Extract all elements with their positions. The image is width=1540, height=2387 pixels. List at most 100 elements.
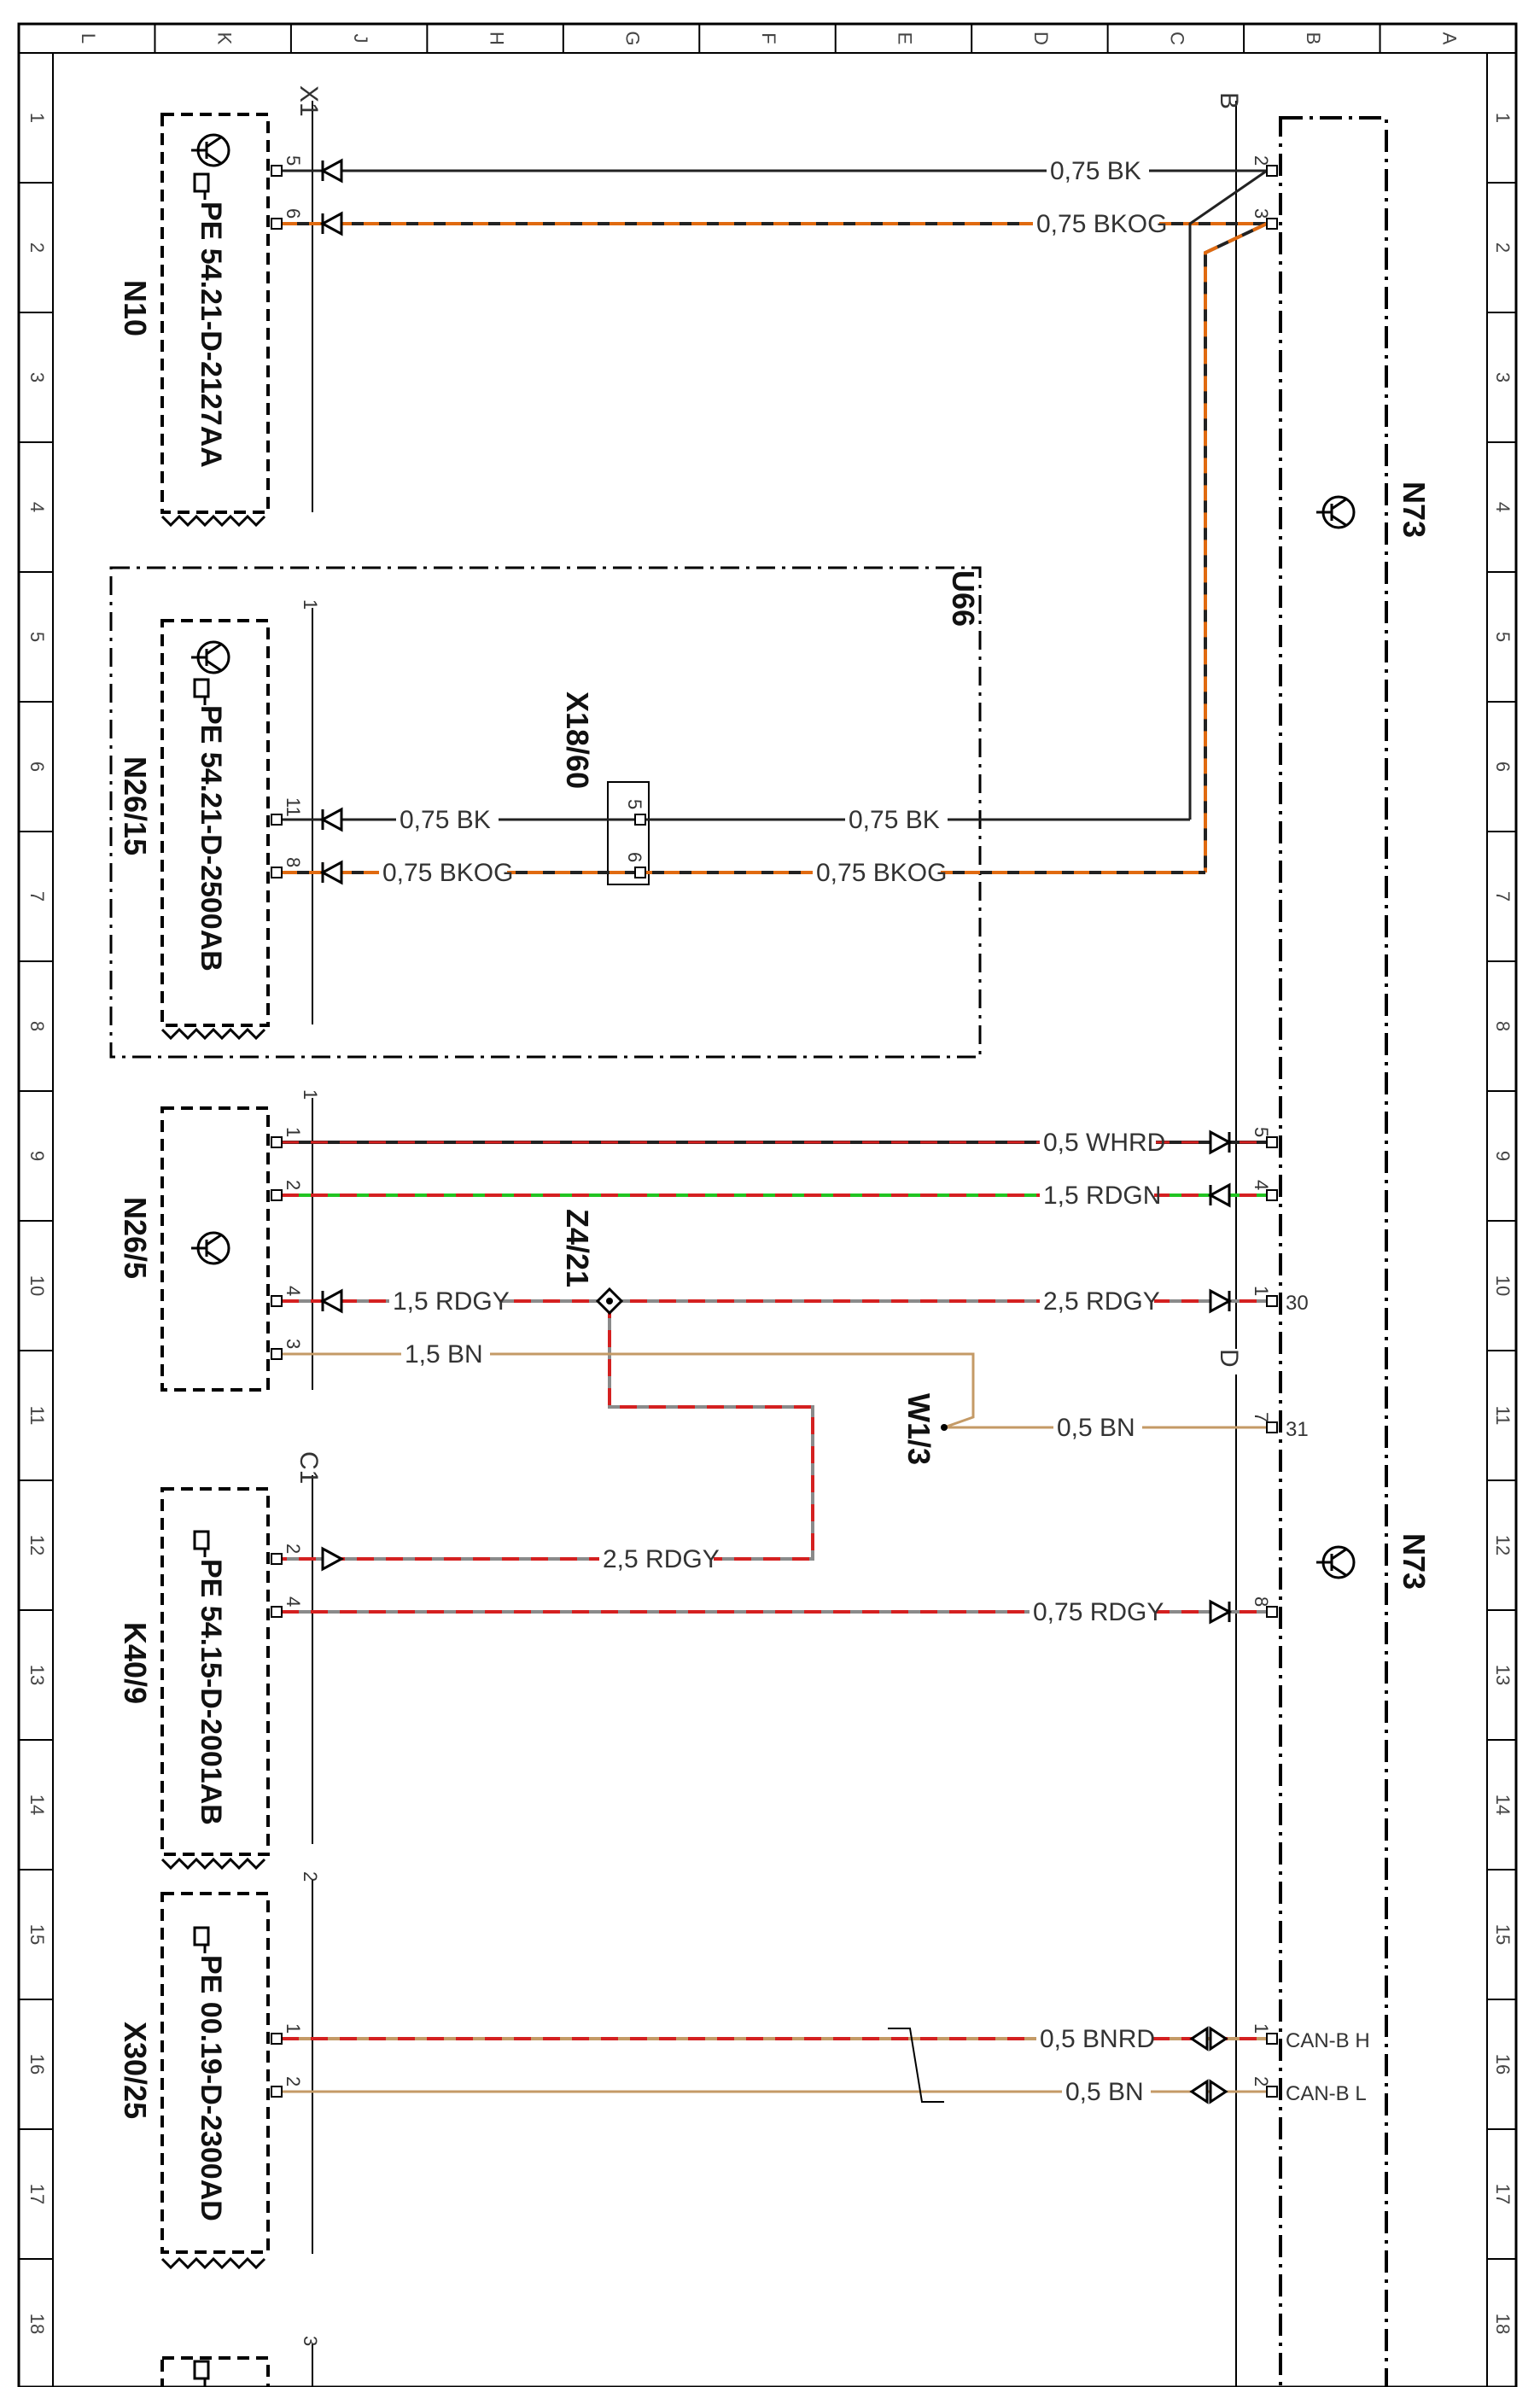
wire-label-w4b: 0,75 BKOG	[816, 859, 947, 887]
pointing-hand-icon	[193, 678, 210, 705]
wire-label-bg	[1053, 1412, 1142, 1441]
grid-letter: L	[78, 33, 99, 44]
grid-number: 14	[26, 1795, 48, 1815]
ref-k40-9: PE 54.15-D-2001AB	[195, 1559, 227, 1825]
pin-terminal	[634, 867, 646, 878]
pin-n73d-1: 1	[1251, 2023, 1272, 2034]
wire-label-w11: 0,75 RDGY	[1033, 1598, 1164, 1626]
pin-n73b-4: 4	[1251, 1180, 1272, 1190]
x30-25-break-mark	[160, 2256, 266, 2270]
wire-label-w9: 0,5 BN	[1057, 1414, 1135, 1442]
wire-label-bg	[1040, 1180, 1154, 1209]
pin-terminal	[1266, 1189, 1278, 1201]
arrow-right-icon	[1209, 1129, 1233, 1155]
ref-n10: PE 54.21-D-2127AA	[195, 201, 227, 468]
ref-n26-15: PE 54.21-D-2500AB	[195, 705, 227, 972]
symbols	[191, 133, 1356, 2387]
arrow-left-icon	[319, 211, 343, 236]
wire-label-bg	[389, 1286, 500, 1315]
arrow-left-icon	[319, 158, 343, 184]
pin-k40-2: 2	[283, 1544, 304, 1554]
label-w1-3: W1/3	[901, 1393, 936, 1465]
pin-x18-6: 6	[624, 852, 645, 862]
grid-letter: G	[622, 31, 644, 45]
wire-label-w5: 0,5 WHRD	[1043, 1129, 1165, 1157]
ground-point-w1-3	[941, 1424, 948, 1431]
grid-number: 7	[26, 891, 48, 902]
n26-15-break-mark	[160, 1027, 266, 1041]
arrow-left-icon	[319, 807, 343, 832]
grid-letter: C	[1167, 32, 1188, 45]
connector-c1: C1	[295, 1451, 323, 1484]
wire-label-w4a: 0,75 BKOG	[382, 859, 513, 887]
wire-labels: 0,75 BK 0,75 BKOG 0,75 BK 0,75 BK 0,75 B…	[379, 155, 1167, 2106]
pin-terminal	[271, 2086, 283, 2098]
wire-label-bg	[1040, 1286, 1154, 1315]
connector-x1: X1	[295, 85, 323, 117]
connector-3: 3	[300, 2336, 321, 2346]
pin-terminal	[1266, 1421, 1278, 1433]
u66-box	[109, 566, 982, 1059]
pin-n73b-5: 5	[1251, 1127, 1272, 1137]
pointing-hand-icon	[193, 2360, 210, 2387]
grid-number: 8	[26, 1021, 48, 1031]
pin-terminal	[271, 1189, 283, 1201]
pointing-hand-icon	[193, 1926, 210, 1953]
arrow-left-icon	[1189, 2079, 1209, 2104]
grid-number: 10	[1492, 1275, 1514, 1296]
pin-terminal	[271, 1295, 283, 1307]
wire-label-w3b: 0,75 BK	[849, 806, 940, 834]
pin-terminal	[271, 2033, 283, 2045]
grid-number: 8	[1492, 1021, 1514, 1031]
wire-rdgy-k40-stripe	[282, 1301, 814, 1561]
ecu-icon	[191, 1231, 230, 1265]
pin-n26-15-8: 8	[283, 857, 304, 867]
pin-n26-5-4: 4	[283, 1286, 304, 1296]
wire-rdgy-k40	[282, 1301, 814, 1561]
grid-number: 9	[1492, 1151, 1514, 1161]
grid-number: 17	[1492, 2184, 1514, 2204]
pin-terminal	[1266, 218, 1278, 230]
label-z4-21: Z4/21	[560, 1209, 595, 1287]
k40-9-box	[160, 1487, 270, 1856]
wire-label-bg	[1033, 208, 1159, 237]
grid-letter: J	[350, 34, 371, 44]
grid-number: 16	[1492, 2054, 1514, 2075]
pin-n73b-2: 2	[1251, 155, 1272, 166]
wire-label-bg	[813, 857, 941, 886]
grid-number: 9	[26, 1151, 48, 1161]
x30-25-box	[160, 1892, 270, 2254]
x18-60-box	[607, 781, 650, 885]
connector-2: 2	[300, 1871, 321, 1882]
wire-bk-to-u66	[1188, 169, 1268, 820]
component-labels: N73 N73 N10 PE 54.21-D-2127AA U66 N26/15…	[118, 201, 1432, 2221]
wire-label-w7b: 2,5 RDGY	[1043, 1287, 1160, 1316]
grid-number: 12	[26, 1535, 48, 1555]
pin-terminal	[1266, 2033, 1278, 2045]
wire-bkog-to-u66-stripe	[1204, 222, 1268, 873]
grid-number: 2	[26, 242, 48, 253]
pin-terminal	[634, 814, 646, 826]
connector-1: 1	[300, 599, 321, 610]
wire-label-w10: 2,5 RDGY	[603, 1545, 720, 1573]
wire-label-w1: 0,75 BK	[1050, 157, 1141, 185]
wire-label-bg	[401, 1339, 490, 1368]
grid-number: 13	[1492, 1665, 1514, 1685]
pin-can-h: CAN-B H	[1286, 2029, 1370, 2052]
grid-number: 2	[1492, 242, 1514, 253]
pin-terminal	[1266, 1136, 1278, 1148]
pin-n73d-8: 8	[1251, 1596, 1272, 1607]
grid-letter: F	[758, 32, 779, 44]
grid-number: 15	[26, 1924, 48, 1945]
grid-letter: A	[1438, 32, 1460, 45]
bottom-partial-box	[160, 2356, 270, 2387]
grid-number: 3	[1492, 372, 1514, 382]
arrow-left-icon	[319, 860, 343, 885]
grid-number: 18	[26, 2314, 48, 2334]
grid-number: 6	[1492, 762, 1514, 772]
grid-number: 1	[26, 113, 48, 123]
label-u66: U66	[946, 570, 981, 627]
